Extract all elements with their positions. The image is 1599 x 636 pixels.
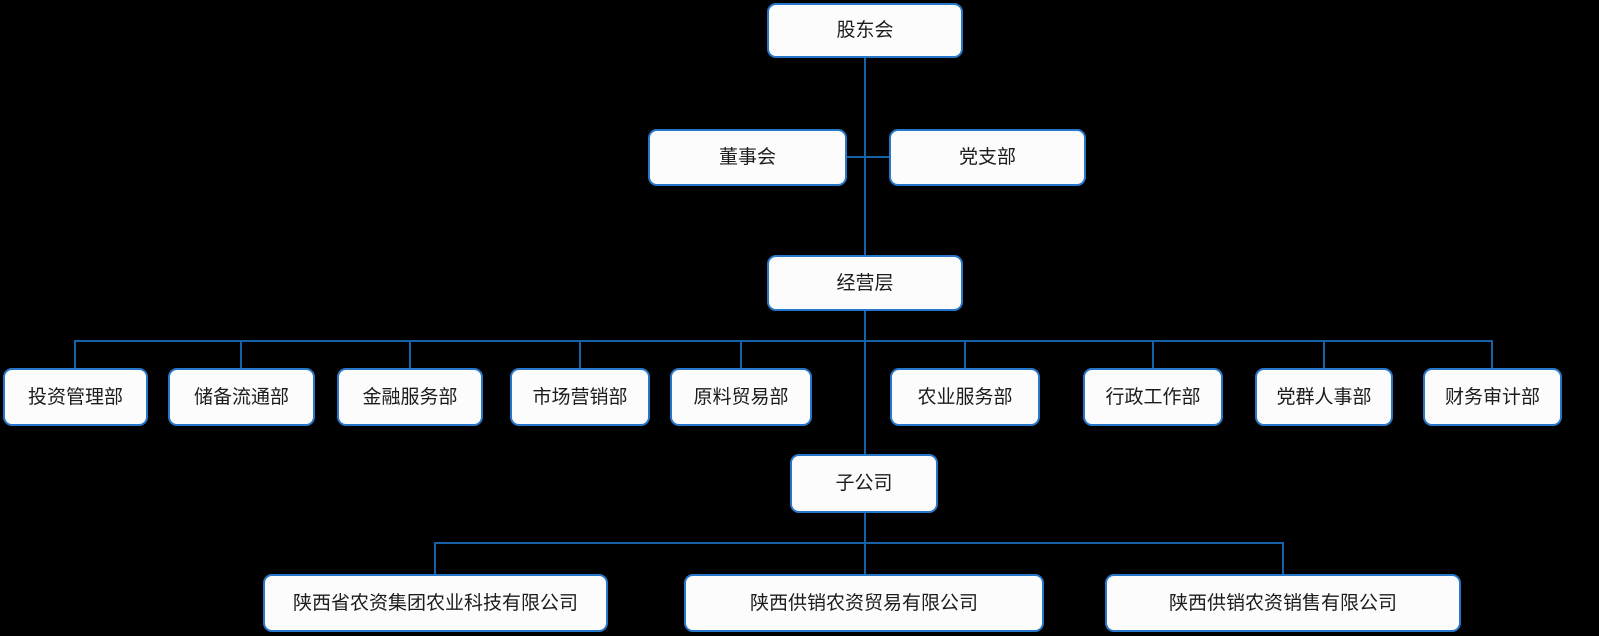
connector-drop-admin (1152, 340, 1154, 368)
node-party-branch: 党支部 (889, 129, 1086, 186)
node-dept-reserve-circulation: 储备流通部 (168, 368, 315, 426)
node-company-agri-tech: 陕西省农资集团农业科技有限公司 (263, 574, 608, 632)
node-management-level: 经营层 (767, 255, 963, 311)
connector-drop-reserve (240, 340, 242, 368)
connector-drop-marketing (579, 340, 581, 368)
connector-drop-party-hr (1323, 340, 1325, 368)
connector-drop-investment (74, 340, 76, 368)
connector-stub-board (847, 156, 865, 158)
connector-drop-company-agri-tech (434, 542, 436, 574)
node-dept-financial-services: 金融服务部 (337, 368, 483, 426)
connector-drop-raw-trade (740, 340, 742, 368)
connector-trunk-bottom (864, 513, 866, 543)
node-dept-raw-material-trade: 原料贸易部 (670, 368, 812, 426)
node-shareholders-meeting: 股东会 (767, 3, 963, 58)
connector-companies-bus (435, 542, 1283, 544)
node-dept-administrative-work: 行政工作部 (1083, 368, 1223, 426)
connector-departments-bus (75, 340, 1493, 342)
node-dept-party-mass-personnel: 党群人事部 (1255, 368, 1393, 426)
connector-trunk-middle (864, 311, 866, 454)
connector-drop-audit (1491, 340, 1493, 368)
connector-stub-party-branch (865, 156, 889, 158)
connector-drop-company-agri-sales (1282, 542, 1284, 574)
node-company-agri-sales: 陕西供销农资销售有限公司 (1105, 574, 1461, 632)
node-dept-agricultural-services: 农业服务部 (890, 368, 1040, 426)
node-board-of-directors: 董事会 (648, 129, 847, 186)
node-dept-marketing: 市场营销部 (510, 368, 650, 426)
connector-drop-agri-service (964, 340, 966, 368)
node-dept-investment-management: 投资管理部 (3, 368, 148, 426)
node-dept-finance-audit: 财务审计部 (1423, 368, 1562, 426)
node-company-agri-trade: 陕西供销农资贸易有限公司 (684, 574, 1044, 632)
node-subsidiaries: 子公司 (790, 454, 938, 513)
connector-drop-company-agri-trade (864, 542, 866, 574)
connector-drop-finance (409, 340, 411, 368)
